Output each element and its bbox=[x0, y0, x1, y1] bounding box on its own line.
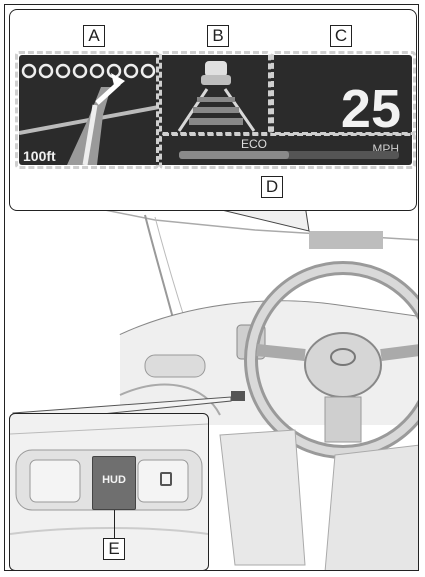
illustration-frame: A B C bbox=[4, 4, 419, 571]
zone-c-outline bbox=[271, 51, 416, 135]
hud-projection-area bbox=[309, 231, 383, 249]
callout-leader-e bbox=[114, 510, 115, 538]
zone-a-outline bbox=[15, 51, 159, 169]
fuel-door-icon bbox=[160, 472, 172, 486]
switch-inset: HUD E bbox=[9, 413, 209, 571]
callout-label-a: A bbox=[83, 25, 105, 47]
hud-button[interactable]: HUD bbox=[92, 456, 136, 510]
zone-d-outline bbox=[159, 133, 416, 169]
zone-b-outline bbox=[159, 51, 271, 135]
callout-label-e: E bbox=[103, 538, 125, 560]
callout-label-b: B bbox=[207, 25, 229, 47]
hud-button-label: HUD bbox=[93, 474, 135, 486]
callout-label-c: C bbox=[330, 25, 352, 47]
callout-label-d: D bbox=[261, 176, 283, 198]
hud-switch-location bbox=[231, 391, 245, 401]
